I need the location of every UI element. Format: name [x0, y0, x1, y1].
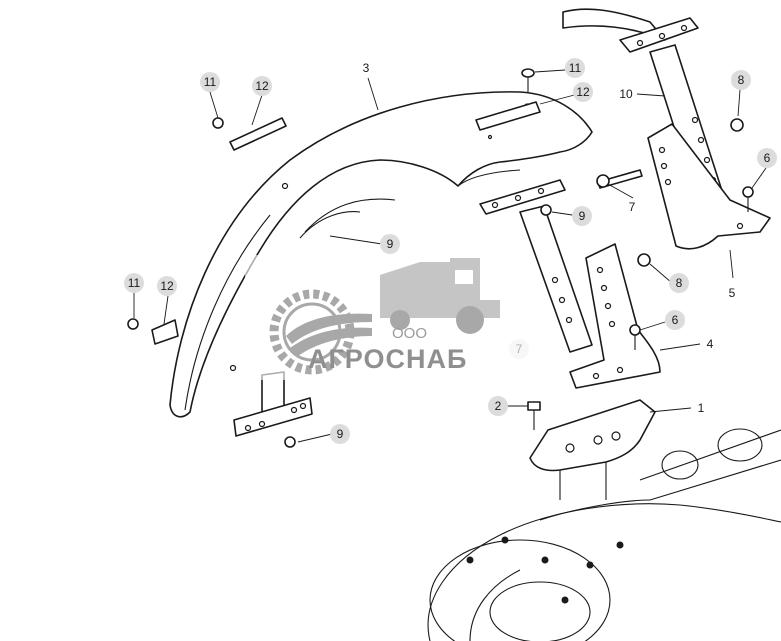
- callout-labels: 11 12 3 11 12 8 10 6 7 9 9 11 12 8 5 6 4…: [124, 58, 777, 444]
- watermark-prefix: ООО: [392, 325, 427, 342]
- svg-text:9: 9: [387, 237, 394, 251]
- svg-text:1: 1: [698, 401, 705, 415]
- nut-icon: [127, 117, 744, 448]
- svg-text:11: 11: [128, 276, 141, 290]
- callout-label: 9: [380, 234, 400, 254]
- callout-label: 12: [157, 276, 177, 296]
- mount-part-1: [529, 399, 656, 500]
- axle-housing: [427, 428, 781, 641]
- mounting-plate-part-5: [647, 123, 771, 250]
- callout-label: 7: [629, 200, 636, 214]
- callout-label: 1: [698, 401, 705, 415]
- svg-text:9: 9: [337, 427, 344, 441]
- svg-text:8: 8: [738, 73, 745, 87]
- callout-label: 6: [757, 148, 777, 168]
- callout-label: 11: [124, 273, 144, 293]
- watermark: ООО АГРОСНАБ: [245, 255, 530, 380]
- callout-label: 3: [363, 61, 370, 75]
- callout-label: 8: [731, 70, 751, 90]
- svg-text:3: 3: [363, 61, 370, 75]
- svg-text:4: 4: [707, 337, 714, 351]
- callout-label: 2: [488, 396, 508, 416]
- fender-lower-bracket: [229, 364, 313, 437]
- gear-logo-icon: [269, 289, 372, 375]
- svg-text:9: 9: [579, 209, 586, 223]
- svg-text:11: 11: [204, 75, 217, 89]
- callout-label: 9: [330, 424, 350, 444]
- harvester-logo-icon: [380, 258, 500, 334]
- callout-label: 8: [669, 273, 689, 293]
- callout-label: 12: [252, 76, 272, 96]
- screw-icon: [527, 169, 754, 430]
- bolt-icon: [521, 68, 535, 92]
- svg-text:8: 8: [676, 276, 683, 290]
- callout-label: 6: [665, 310, 685, 330]
- callout-label: 11: [565, 58, 585, 78]
- watermark-name: АГРОСНАБ: [308, 344, 467, 374]
- callout-label: 9: [572, 206, 592, 226]
- svg-text:12: 12: [576, 85, 590, 99]
- callout-label: 11: [200, 72, 220, 92]
- svg-text:12: 12: [255, 79, 269, 93]
- callout-label: 12: [573, 82, 593, 102]
- svg-text:11: 11: [569, 61, 582, 75]
- clamp-plate-left: [151, 117, 287, 345]
- svg-text:6: 6: [672, 313, 679, 327]
- callout-label: 5: [729, 286, 736, 300]
- callout-label: 10: [619, 87, 633, 101]
- clamp-plate-top: [475, 101, 541, 131]
- svg-text:10: 10: [619, 87, 633, 101]
- svg-text:12: 12: [160, 279, 174, 293]
- stay-arm-middle: [479, 179, 593, 353]
- svg-text:7: 7: [629, 200, 636, 214]
- svg-text:5: 5: [729, 286, 736, 300]
- callout-label: 4: [707, 337, 714, 351]
- svg-text:6: 6: [764, 151, 771, 165]
- svg-text:2: 2: [495, 399, 502, 413]
